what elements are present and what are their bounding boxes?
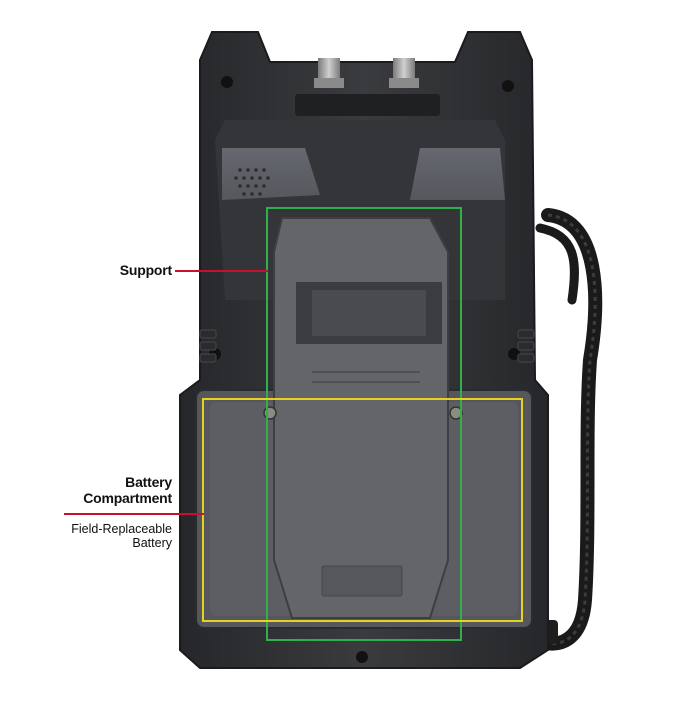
support-label: Support	[119, 262, 172, 278]
battery-label-line2: Compartment	[83, 490, 172, 507]
battery-pointer	[64, 513, 204, 515]
battery-highlight-frame	[202, 398, 523, 622]
field-replaceable-line2: Battery	[132, 536, 172, 551]
support-pointer	[175, 270, 268, 272]
upper-panels	[222, 148, 505, 200]
field-replaceable-label: Field-Replaceable Battery	[40, 522, 172, 551]
rf-connectors	[314, 58, 419, 88]
support-highlight-frame	[266, 207, 462, 641]
battery-compartment-label: Battery Compartment	[40, 474, 172, 506]
speaker-grille	[234, 168, 270, 196]
battery-label-line1: Battery	[125, 474, 172, 490]
kickstand-support	[263, 217, 463, 619]
field-replaceable-line1: Field-Replaceable	[71, 522, 172, 536]
